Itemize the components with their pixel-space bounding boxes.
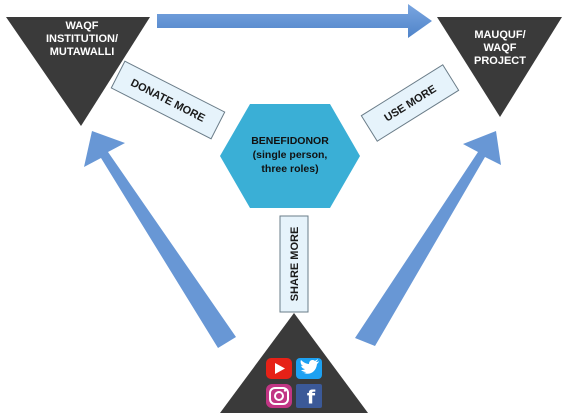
benefidonor-line-1: BENEFIDONOR: [251, 135, 329, 147]
social-media-triangle: [220, 313, 368, 413]
facebook-glyph: f: [307, 387, 316, 409]
arrow-share-to-project: [355, 131, 501, 346]
arrow-institution-to-project: [157, 4, 432, 38]
use-more-label: USE MORE: [360, 64, 460, 142]
arrow-share-to-institution: [84, 131, 236, 348]
mauquf-project-triangle: [437, 17, 562, 117]
donate-more-box: [110, 60, 226, 140]
benefidonor-node: BENEFIDONOR (single person, three roles): [220, 104, 360, 208]
facebook-icon: f: [296, 384, 322, 409]
instagram-icon: [266, 384, 292, 408]
mauquf-project-line-1: MAUQUF/: [474, 29, 525, 41]
mauquf-project-line-3: PROJECT: [474, 55, 526, 67]
share-more-box: [279, 215, 309, 313]
donate-more-label: DONATE MORE: [110, 60, 226, 140]
waqf-institution-line-3: MUTAWALLI: [50, 46, 115, 58]
benefidonor-line-3: three roles): [261, 163, 318, 175]
share-more-text: SHARE MORE: [289, 227, 301, 302]
use-more-box: [360, 64, 460, 142]
waqf-institution-node: WAQF INSTITUTION/ MUTAWALLI: [6, 17, 150, 126]
arrow-left-up: [84, 131, 236, 348]
social-media-node: f: [220, 313, 368, 413]
mauquf-project-node: MAUQUF/ WAQF PROJECT: [437, 17, 562, 117]
twitter-icon: [296, 358, 322, 379]
youtube-icon: [266, 358, 292, 379]
benefidonor-line-2: (single person,: [253, 149, 328, 161]
share-more-label: SHARE MORE: [279, 215, 309, 313]
waqf-institution-line-1: WAQF: [66, 20, 99, 32]
waqf-institution-triangle: [6, 17, 150, 126]
waqf-institution-line-2: INSTITUTION/: [46, 33, 118, 45]
arrow-right-up: [355, 131, 501, 346]
benefidonor-hexagon: [220, 104, 360, 208]
mauquf-project-line-2: WAQF: [484, 42, 517, 54]
arrow-top-right: [157, 4, 432, 38]
